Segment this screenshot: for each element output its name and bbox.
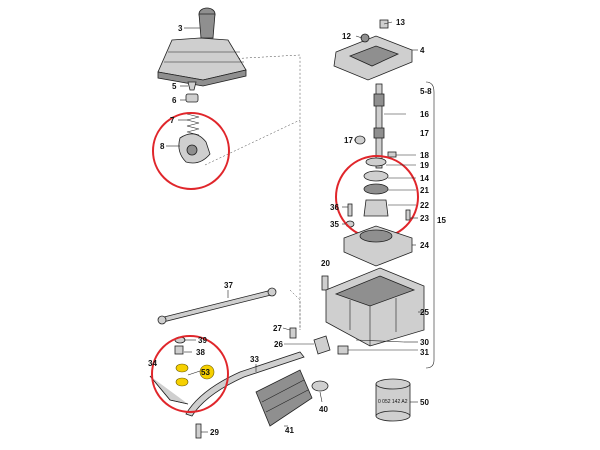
- label-33: 33: [250, 355, 259, 364]
- label-26: 26: [274, 340, 283, 349]
- label-17-right: 17: [420, 129, 429, 138]
- yellow-ring-upper: [175, 363, 189, 373]
- label-41: 41: [285, 426, 294, 435]
- label-5: 5: [172, 82, 177, 91]
- label-12: 12: [342, 32, 351, 41]
- label-39: 39: [198, 336, 207, 345]
- shift-rod: [157, 287, 277, 325]
- label-53: 53: [201, 368, 210, 377]
- lever-housing: [343, 225, 413, 267]
- spring-and-lever-base: [178, 113, 211, 164]
- yellow-ring-lower: [175, 377, 189, 387]
- label-17-left: 17: [344, 136, 353, 145]
- sleeve: [375, 378, 411, 422]
- part-5-6: [185, 81, 199, 103]
- label-37: 37: [224, 281, 233, 290]
- label-25: 25: [420, 308, 429, 317]
- label-23: 23: [420, 214, 429, 223]
- label-40: 40: [319, 405, 328, 414]
- housing-tray: [325, 267, 425, 347]
- o-ring: [311, 380, 329, 392]
- label-21: 21: [420, 186, 429, 195]
- label-14: 14: [420, 174, 429, 183]
- label-50: 50: [420, 398, 429, 407]
- label-18: 18: [420, 151, 429, 160]
- label-5-8: 5-8: [420, 87, 432, 96]
- label-34: 34: [148, 359, 157, 368]
- badge-53: 53: [199, 364, 215, 380]
- label-20: 20: [321, 259, 330, 268]
- bracket-line: [425, 81, 435, 369]
- label-19: 19: [420, 161, 429, 170]
- gear-knob-boot: [157, 7, 247, 87]
- label-27: 27: [273, 324, 282, 333]
- label-7: 7: [170, 116, 175, 125]
- highlight-circle-lever-base: [152, 112, 230, 190]
- link-rod: [185, 327, 331, 417]
- rubber-boot: [255, 369, 313, 427]
- label-8: 8: [160, 142, 165, 151]
- label-24: 24: [420, 241, 429, 250]
- label-38: 38: [196, 348, 205, 357]
- part-number-labels: 3 5 6 7 8 12 13 4 5-8 16 17 17 18 19 14 …: [148, 18, 446, 437]
- label-30: 30: [420, 338, 429, 347]
- label-22: 22: [420, 201, 429, 210]
- label-3: 3: [178, 24, 183, 33]
- label-35: 35: [330, 220, 339, 229]
- highlight-circle-linkage: [151, 335, 229, 413]
- sleeve-part-code: 0 052 142 A2: [378, 399, 408, 405]
- shift-shaft: [354, 83, 397, 169]
- label-31: 31: [420, 348, 429, 357]
- small-linkage-parts: [149, 336, 202, 439]
- part-20: [321, 275, 329, 291]
- shift-bearing-assembly: [345, 157, 411, 228]
- label-13: 13: [396, 18, 405, 27]
- label-15: 15: [437, 216, 446, 225]
- dashed-guide-lines: [204, 54, 301, 330]
- label-16: 16: [420, 110, 429, 119]
- label-36: 36: [330, 203, 339, 212]
- label-6: 6: [172, 96, 177, 105]
- cover-plate: [333, 19, 413, 81]
- label-29: 29: [210, 428, 219, 437]
- label-4: 4: [420, 46, 425, 55]
- leader-lines: [166, 21, 424, 433]
